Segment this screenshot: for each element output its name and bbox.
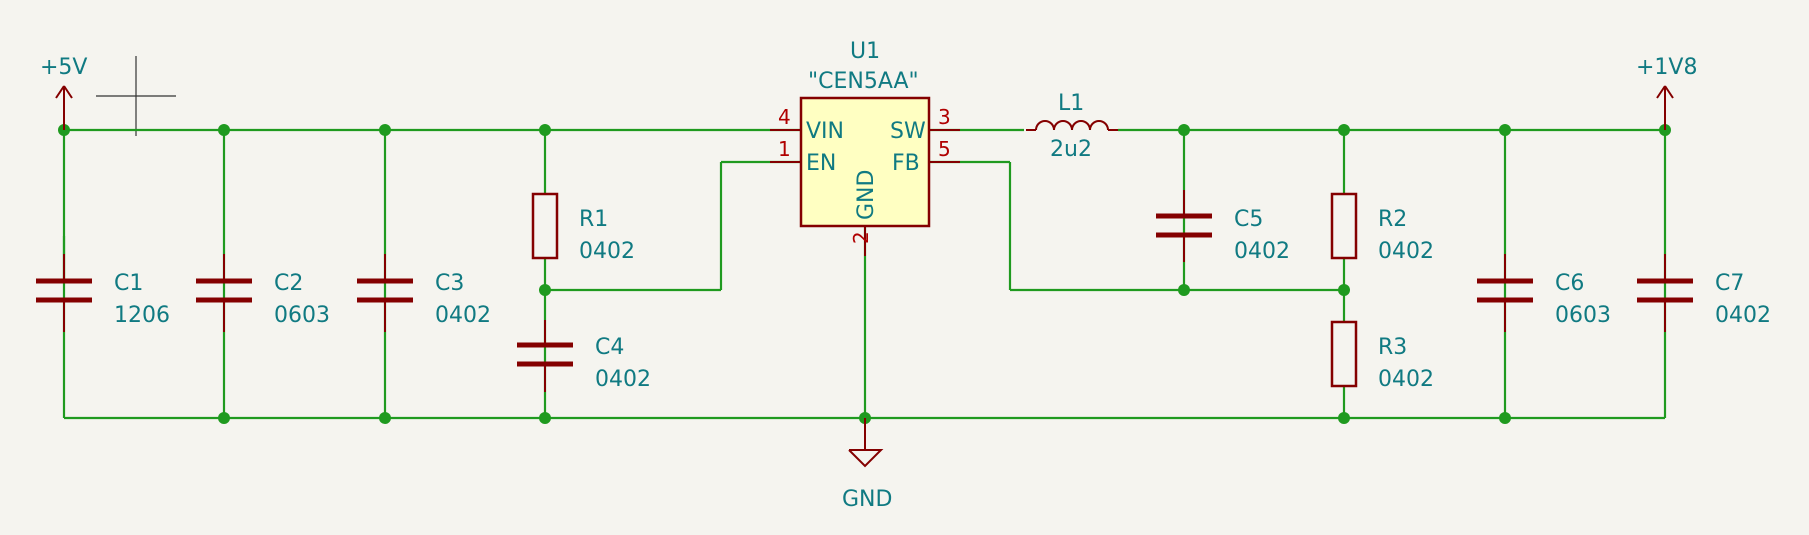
junction-dot <box>1499 412 1511 424</box>
ic-pin-en-num: 1 <box>778 137 791 161</box>
ic-pin-gnd-name: GND <box>854 170 879 220</box>
junction-dot <box>1178 124 1190 136</box>
power-1v8-symbol[interactable]: +1V8 <box>1636 55 1697 130</box>
c1-ref: C1 <box>114 271 143 296</box>
power-1v8-label: +1V8 <box>1636 55 1697 80</box>
ic-pin-vin-num: 4 <box>778 105 791 129</box>
power-5v-label: +5V <box>40 55 87 80</box>
c6-value: 0603 <box>1555 303 1611 328</box>
c2-value: 0603 <box>274 303 330 328</box>
junction-dot <box>1338 412 1350 424</box>
r1-value: 0402 <box>579 239 635 264</box>
c6-ref: C6 <box>1555 271 1584 296</box>
inductor-l1[interactable]: L1 2u2 <box>1024 91 1118 162</box>
c3-value: 0402 <box>435 303 491 328</box>
ic-pin-sw-name: SW <box>890 119 926 144</box>
ic-pin-vin-name: VIN <box>806 119 844 144</box>
capacitor-c1[interactable]: C1 1206 <box>36 236 170 332</box>
c7-value: 0402 <box>1715 303 1771 328</box>
crosshair-cursor-icon <box>96 56 176 136</box>
ic-body <box>799 96 931 228</box>
resistor-r3[interactable]: R3 0402 <box>1330 320 1434 392</box>
r3-value: 0402 <box>1378 367 1434 392</box>
capacitor-c6[interactable]: C6 0603 <box>1477 254 1611 332</box>
junction-dot <box>539 124 551 136</box>
junction-dot <box>379 412 391 424</box>
power-5v-symbol[interactable]: +5V <box>40 55 87 130</box>
c1-value: 1206 <box>114 303 170 328</box>
ic-pin-en-name: EN <box>806 151 836 176</box>
resistor-r2[interactable]: R2 0402 <box>1330 192 1434 264</box>
junction-dot <box>1338 124 1350 136</box>
capacitor-c4[interactable]: C4 0402 <box>517 320 651 392</box>
c4-ref: C4 <box>595 335 624 360</box>
ground-label: GND <box>842 487 892 512</box>
c5-value: 0402 <box>1234 239 1290 264</box>
c3-ref: C3 <box>435 271 464 296</box>
junction-dot <box>218 412 230 424</box>
capacitor-c2[interactable]: C2 0603 <box>196 254 330 332</box>
c2-ref: C2 <box>274 271 303 296</box>
l1-ref: L1 <box>1058 91 1084 116</box>
r1-ref: R1 <box>579 207 608 232</box>
junction-dot <box>1499 124 1511 136</box>
r2-ref: R2 <box>1378 207 1407 232</box>
junctions <box>58 124 1671 424</box>
c5-ref: C5 <box>1234 207 1263 232</box>
resistor-r1[interactable]: R1 0402 <box>531 192 635 264</box>
junction-dot <box>1178 284 1190 296</box>
ic-pin-gnd-num: 2 <box>849 231 873 244</box>
ic-pin-fb-name: FB <box>892 151 920 176</box>
capacitor-c5[interactable]: C5 0402 <box>1156 190 1290 264</box>
ic-pin-fb-num: 5 <box>938 137 951 161</box>
ic-value: "CEN5AA" <box>808 69 919 94</box>
ic-pin-sw-num: 3 <box>938 105 951 129</box>
junction-dot <box>218 124 230 136</box>
junction-dot <box>1338 284 1350 296</box>
r2-value: 0402 <box>1378 239 1434 264</box>
junction-dot <box>379 124 391 136</box>
l1-value: 2u2 <box>1050 137 1092 162</box>
junction-dot <box>539 284 551 296</box>
ic-ref: U1 <box>850 39 880 64</box>
capacitor-c3[interactable]: C3 0402 <box>357 254 491 332</box>
ic-u1[interactable]: U1 "CEN5AA" VIN EN SW FB GND 4 1 3 5 2 <box>770 39 960 256</box>
capacitor-c7[interactable]: C7 0402 <box>1637 254 1771 332</box>
ground-symbol[interactable]: GND <box>842 418 892 512</box>
c7-ref: C7 <box>1715 271 1744 296</box>
c4-value: 0402 <box>595 367 651 392</box>
r3-ref: R3 <box>1378 335 1407 360</box>
junction-dot <box>539 412 551 424</box>
